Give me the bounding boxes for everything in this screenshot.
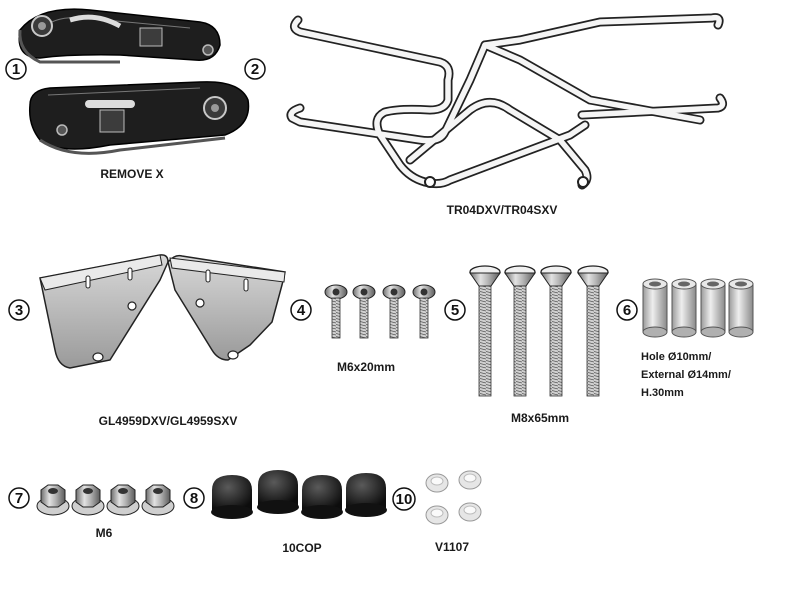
cap-3	[301, 475, 343, 519]
m6-nuts-caption: M6	[96, 526, 113, 540]
tubular-frame	[286, 13, 728, 190]
plug-3	[425, 505, 449, 525]
svg-text:6: 6	[623, 302, 631, 319]
bolt-m6-4	[412, 284, 436, 339]
caps	[211, 470, 387, 519]
spacer-1	[642, 278, 668, 338]
plug-2	[458, 470, 482, 490]
frame-caption: TR04DXV/TR04SXV	[447, 203, 558, 217]
m6-nuts	[36, 484, 175, 516]
bolt-m8-2	[504, 265, 536, 397]
svg-text:7: 7	[15, 490, 23, 507]
spacer-2	[671, 278, 697, 338]
part-number-badge-10: 10	[392, 487, 416, 511]
cap-1	[211, 475, 253, 519]
svg-text:2: 2	[251, 61, 259, 78]
part-number-badge-3: 3	[8, 299, 30, 321]
plug-4	[458, 502, 482, 522]
svg-text:Hole Ø10mm/: Hole Ø10mm/	[641, 351, 711, 363]
bolt-m8-4	[577, 265, 609, 397]
nut-3	[106, 484, 140, 516]
svg-text:10: 10	[396, 491, 413, 508]
m6x20-bolts	[324, 284, 436, 339]
m6x20-caption: M6x20mm	[337, 360, 395, 374]
caps-caption: 10COP	[282, 541, 321, 555]
plates-caption: GL4959DXV/GL4959SXV	[99, 414, 238, 428]
nut-4	[141, 484, 175, 516]
spacer-3	[700, 278, 726, 338]
bolt-m8-3	[540, 265, 572, 397]
bolt-m6-2	[352, 284, 376, 339]
svg-text:H.30mm: H.30mm	[641, 387, 684, 399]
bolt-m8-1	[469, 265, 501, 397]
svg-text:4: 4	[297, 302, 306, 319]
part-number-badge-5: 5	[444, 299, 466, 321]
mounting-plates	[39, 254, 286, 369]
spacer-caption: Hole Ø10mm/ External Ø14mm/ H.30mm	[641, 351, 731, 399]
m8x65-bolts	[469, 265, 609, 397]
removed-bracket-1	[18, 8, 221, 64]
part-number-badge-6: 6	[616, 299, 638, 321]
cap-2	[257, 470, 299, 514]
spacers	[642, 278, 754, 338]
svg-text:5: 5	[451, 302, 459, 319]
nut-2	[71, 484, 105, 516]
bolt-m6-1	[324, 284, 348, 339]
plugs	[425, 470, 482, 525]
part-number-badge-7: 7	[8, 487, 30, 509]
plug-1	[425, 473, 449, 493]
part-number-badge-8: 8	[183, 487, 205, 509]
removed-bracket-2	[28, 81, 250, 155]
part-number-badge-1: 1	[5, 58, 27, 80]
spacer-4	[728, 278, 754, 338]
svg-text:1: 1	[12, 61, 20, 78]
part-number-badge-4: 4	[290, 299, 312, 321]
plugs-caption: V1107	[435, 540, 469, 554]
svg-text:External Ø14mm/: External Ø14mm/	[641, 369, 731, 381]
cap-4	[345, 473, 387, 517]
svg-text:3: 3	[15, 302, 23, 319]
nut-1	[36, 484, 70, 516]
svg-text:8: 8	[190, 490, 198, 507]
part-number-badge-2: 2	[244, 58, 266, 80]
bolt-m6-3	[382, 284, 406, 339]
m8x65-caption: M8x65mm	[511, 411, 569, 425]
remove-caption: REMOVE X	[100, 167, 163, 181]
